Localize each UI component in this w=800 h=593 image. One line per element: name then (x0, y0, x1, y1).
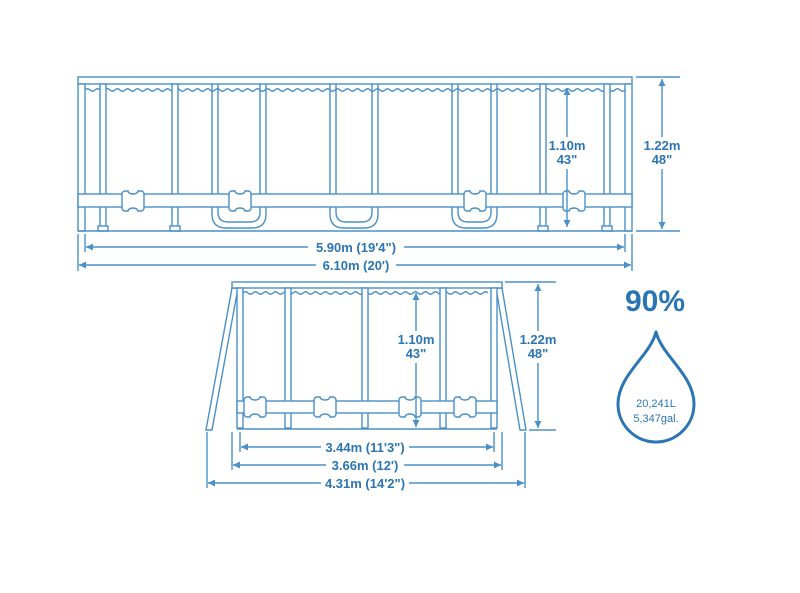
capacity-indicator: 90% 20,241L 5,347gal. (616, 285, 696, 444)
label-backdrop (326, 458, 404, 473)
horizontal-belt (77, 193, 633, 208)
belt-clip (121, 190, 145, 212)
capacity-gallons-label: 5,347gal. (633, 413, 678, 425)
frame-post (284, 287, 292, 429)
post-foot (169, 225, 181, 232)
label-backdrop (316, 258, 396, 273)
post-foot (97, 225, 109, 232)
outer-length-label: 6.10m (20') (323, 258, 390, 273)
label-backdrop (547, 137, 588, 169)
frame-post (236, 287, 244, 429)
label-backdrop (516, 331, 560, 363)
u-support-leg (329, 84, 379, 229)
belt-clip (313, 396, 337, 418)
end-view: 1.10m 43" 1.22m 48" 3.44m (11'3") 3.66m … (205, 281, 560, 491)
outer-height-metric-label: 1.22m (520, 332, 557, 347)
angled-support-leg-left (205, 287, 239, 431)
outer-height-metric-label: 1.22m (644, 138, 681, 153)
label-backdrop (640, 137, 684, 169)
u-support-leg (451, 84, 498, 229)
top-rail (77, 76, 633, 85)
end-view-dimensions: 1.10m 43" 1.22m 48" 3.44m (11'3") 3.66m … (206, 281, 560, 491)
end-leg-left (77, 83, 86, 232)
water-drop-icon (616, 330, 696, 444)
fill-level-label: 90% (625, 285, 685, 318)
frame-post (361, 287, 369, 429)
inner-width-label: 3.44m (11'3") (325, 440, 404, 455)
inner-length-label: 5.90m (19'4") (316, 240, 396, 255)
label-backdrop (321, 476, 409, 491)
side-view-dimensions: 1.10m 43" 1.22m 48" 5.90m (19'4") 6.10m … (77, 76, 684, 273)
frame-post (490, 287, 498, 429)
inner-height-metric-label: 1.10m (398, 332, 435, 347)
inner-height-imperial-label: 43" (557, 152, 578, 167)
end-view-frame (205, 281, 527, 431)
overall-width-label: 4.31m (14'2") (325, 476, 405, 491)
belt-clip (463, 190, 487, 212)
label-backdrop (308, 240, 404, 255)
capacity-liters-label: 20,241L (636, 398, 676, 410)
belt-clip (453, 396, 477, 418)
frame-post (439, 287, 447, 429)
end-leg-right (624, 83, 633, 232)
post-foot (537, 225, 549, 232)
side-view-frame (77, 76, 633, 232)
frame-width-label: 3.66m (12') (332, 458, 399, 473)
top-rail (231, 281, 503, 289)
horizontal-belt (236, 400, 498, 414)
post-foot (601, 225, 613, 232)
belt-clip (398, 396, 422, 418)
outer-height-imperial-label: 48" (528, 346, 549, 361)
label-backdrop (321, 440, 409, 455)
outer-height-imperial-label: 48" (652, 152, 673, 167)
label-backdrop (395, 331, 437, 363)
u-support-leg (211, 84, 267, 229)
inner-height-metric-label: 1.10m (549, 138, 586, 153)
side-view: 1.10m 43" 1.22m 48" 5.90m (19'4") 6.10m … (77, 76, 684, 273)
belt-clip (243, 396, 267, 418)
inner-height-imperial-label: 43" (406, 346, 427, 361)
belt-clip (228, 190, 252, 212)
